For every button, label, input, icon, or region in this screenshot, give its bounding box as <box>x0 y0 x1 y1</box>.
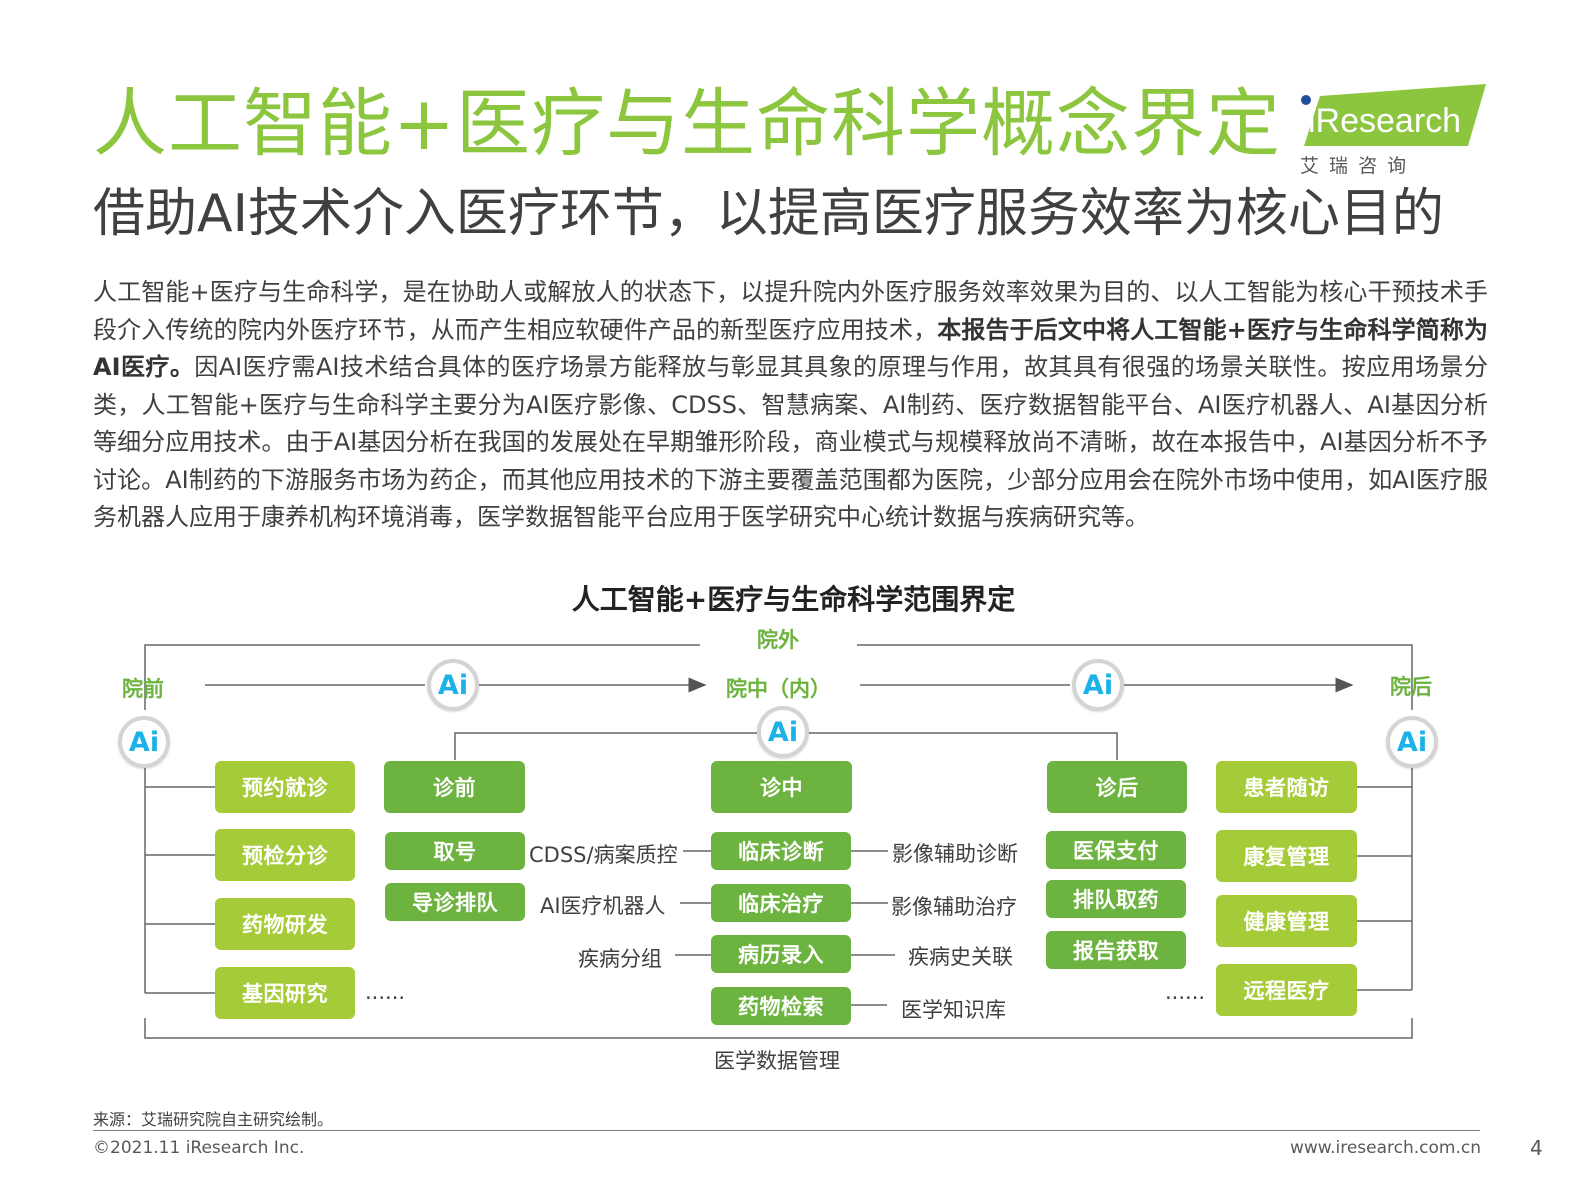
box-remote-care: 远程医疗 <box>1216 964 1357 1016</box>
bottom-label: 医学数据管理 <box>714 1049 840 1073</box>
ai-badge-icon: Ai <box>757 706 809 758</box>
box-record-entry: 病历录入 <box>711 935 851 973</box>
box-guide-queue: 导诊排队 <box>385 883 525 921</box>
page-number: 4 <box>1530 1136 1543 1160</box>
box-drug-research: 药物研发 <box>215 898 355 950</box>
box-patient-followup: 患者随访 <box>1216 761 1357 813</box>
source-note: 来源：艾瑞研究院自主研究绘制。 <box>93 1110 334 1129</box>
ellipsis-left: ...... <box>365 980 406 1004</box>
footer-divider <box>93 1130 1480 1131</box>
body-paragraph: 人工智能+医疗与生命科学，是在协助人或解放人的状态下，以提升院内外医疗服务效率效… <box>93 274 1488 537</box>
body-bold-text: 本报告于后文中将人工智能+医疗与生命科学简称为AI医疗。 <box>93 315 1489 382</box>
ai-badge-icon: Ai <box>427 659 479 711</box>
box-report-pickup: 报告获取 <box>1046 931 1186 969</box>
frame-top-left <box>144 644 700 710</box>
box-in-diagnosis: 诊中 <box>711 761 852 813</box>
box-post-diagnosis: 诊后 <box>1047 761 1187 813</box>
body-text-1: 人工智能+医疗与生命科学，是在协助人或解放人的状态下，以提升院内外医疗服务效率效… <box>93 278 1488 344</box>
ai-badge-icon: Ai <box>118 716 170 768</box>
page-title: 人工智能+医疗与生命科学概念界定 <box>93 81 1282 167</box>
label-disease-history: 疾病史关联 <box>908 945 1013 969</box>
box-rehab-management: 康复管理 <box>1216 830 1357 882</box>
body-text-2: 因AI医疗需AI技术结合具体的医疗场景方能释放与彰显其具象的原理与作用，故其具有… <box>93 353 1489 531</box>
box-clinical-treatment: 临床治疗 <box>711 884 851 922</box>
logo-text: iResearch <box>1308 102 1461 140</box>
website-url: www.iresearch.com.cn <box>1289 1138 1481 1158</box>
box-take-number: 取号 <box>385 832 525 870</box>
box-clinical-diagnosis: 临床诊断 <box>711 832 851 870</box>
copyright: ©2021.11 iResearch Inc. <box>93 1138 305 1158</box>
ai-badge-icon: Ai <box>1072 659 1124 711</box>
page-subtitle: 借助AI技术介入医疗环节，以提高医疗服务效率为核心目的 <box>93 184 1444 244</box>
box-queue-medicine: 排队取药 <box>1046 880 1186 918</box>
box-gene-research: 基因研究 <box>215 967 355 1019</box>
stage-outside-label: 院外 <box>757 628 799 652</box>
box-appointment: 预约就诊 <box>215 761 355 813</box>
label-imaging-diagnosis: 影像辅助诊断 <box>892 842 1018 866</box>
ellipsis-right: ...... <box>1165 980 1206 1004</box>
box-pre-diagnosis: 诊前 <box>384 761 525 813</box>
frame-top-right <box>857 644 1413 710</box>
ai-badge-icon: Ai <box>1386 716 1438 768</box>
label-imaging-treatment: 影像辅助治疗 <box>891 895 1017 919</box>
stage-before-label: 院前 <box>122 677 164 701</box>
label-cdss: CDSS/病案质控 <box>529 843 678 867</box>
stage-in-label: 院中（内） <box>726 677 831 701</box>
label-medical-knowledge: 医学知识库 <box>901 998 1006 1022</box>
label-disease-group: 疾病分组 <box>578 947 662 971</box>
box-insurance-payment: 医保支付 <box>1046 831 1186 869</box>
label-ai-robot: AI医疗机器人 <box>540 894 666 918</box>
box-drug-search: 药物检索 <box>711 987 851 1025</box>
box-health-management: 健康管理 <box>1216 895 1357 947</box>
diagram-title: 人工智能+医疗与生命科学范围界定 <box>571 583 1016 616</box>
logo-chinese: 艾 瑞 咨 询 <box>1300 155 1408 176</box>
iresearch-logo: iResearch 艾 瑞 咨 询 <box>1298 84 1490 177</box>
box-triage: 预检分诊 <box>215 829 355 881</box>
stage-after-label: 院后 <box>1390 675 1432 699</box>
